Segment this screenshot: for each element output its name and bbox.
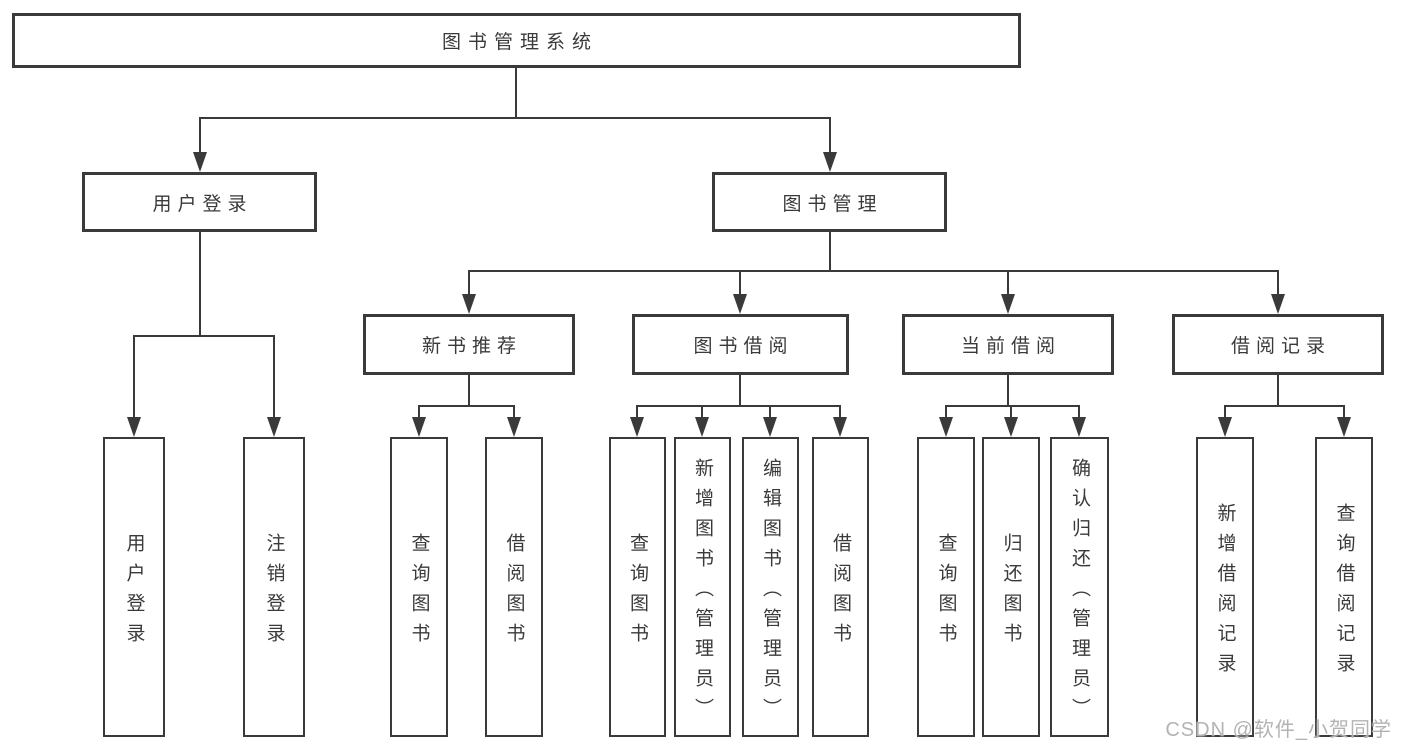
connector-stem-c-current-borrow [1007,375,1009,407]
arrowhead-down-icon [1337,417,1351,437]
node-leaf-cur-confirm-return: 确认归还（管理员） [1050,437,1109,737]
connector-drop-c-book-borrow-2 [769,406,771,423]
node-label-leaf-rec-query-book: 查询图书 [408,532,430,653]
node-borrow-records: 借阅记录 [1172,314,1384,375]
node-label-current-borrow: 当前借阅 [960,336,1061,357]
arrowhead-down-icon [267,417,281,437]
node-label-leaf-cur-query-book: 查询图书 [935,532,957,653]
node-label-new-book-rec: 新书推荐 [421,336,522,357]
node-book-borrow: 图书借阅 [632,314,849,375]
node-new-book-rec: 新书推荐 [363,314,575,375]
arrowhead-down-icon [630,417,644,437]
connector-drop-c-book-borrow-0 [636,406,638,423]
connector-drop-c-borrow-records-0 [1224,406,1226,423]
arrowhead-down-icon [823,152,837,172]
arrowhead-down-icon [1004,417,1018,437]
connector-branch-c-new-book-rec [418,405,515,407]
connector-branch-c-book-borrow [636,405,841,407]
node-label-book-mgmt: 图书管理 [782,193,883,215]
connector-branch-c-root [199,117,831,119]
node-root: 图书管理系统 [12,13,1021,68]
connector-drop-c-book-mgmt-1 [739,271,741,300]
node-label-leaf-cur-return-book: 归还图书 [1000,532,1022,653]
node-leaf-rec-query-book: 查询图书 [390,437,448,737]
node-leaf-cur-return-book: 归还图书 [982,437,1040,737]
connector-drop-c-current-borrow-0 [945,406,947,423]
arrowhead-down-icon [695,417,709,437]
connector-branch-c-borrow-records [1224,405,1345,407]
node-label-leaf-bor-add-book: 新增图书（管理员） [692,457,713,728]
node-leaf-rec2-query-record: 查询借阅记录 [1315,437,1373,737]
connector-drop-c-new-book-rec-1 [513,406,515,423]
arrowhead-down-icon [462,294,476,314]
arrowhead-down-icon [1271,294,1285,314]
node-leaf-logout: 注销登录 [243,437,305,737]
connector-branch-c-user-login [133,335,275,337]
connector-stem-c-book-mgmt [829,232,831,272]
connector-stem-c-root [515,68,517,119]
connector-stem-c-book-borrow [739,375,741,407]
node-label-leaf-rec2-add-record: 新增借阅记录 [1214,502,1236,683]
node-label-root: 图书管理系统 [441,32,598,53]
node-label-leaf-bor-query-book: 查询图书 [627,532,648,653]
connector-branch-c-book-mgmt [468,270,1279,272]
node-book-mgmt: 图书管理 [712,172,947,232]
node-leaf-bor-add-book: 新增图书（管理员） [674,437,731,737]
node-label-leaf-rec2-query-record: 查询借阅记录 [1333,502,1355,683]
connector-drop-c-user-login-1 [273,336,275,423]
watermark: CSDN @软件_小贺同学 [1165,719,1392,741]
connector-drop-c-borrow-records-1 [1343,406,1345,423]
connector-drop-c-user-login-0 [133,336,135,423]
node-current-borrow: 当前借阅 [902,314,1114,375]
arrowhead-down-icon [763,417,777,437]
node-leaf-rec-borrow-book: 借阅图书 [485,437,543,737]
connector-drop-c-current-borrow-2 [1078,406,1080,423]
node-label-borrow-records: 借阅记录 [1230,336,1331,357]
arrowhead-down-icon [1001,294,1015,314]
connector-drop-c-book-borrow-1 [701,406,703,423]
node-label-leaf-bor-borrow-book: 借阅图书 [830,532,851,653]
node-leaf-user-login: 用户登录 [103,437,165,737]
node-label-leaf-rec-borrow-book: 借阅图书 [503,532,525,653]
arrowhead-down-icon [193,152,207,172]
arrowhead-down-icon [733,294,747,314]
arrowhead-down-icon [412,417,426,437]
node-user-login: 用户登录 [82,172,317,232]
connector-drop-c-new-book-rec-0 [418,406,420,423]
connector-drop-c-book-mgmt-2 [1007,271,1009,300]
connector-branch-c-current-borrow [945,405,1080,407]
node-leaf-bor-edit-book: 编辑图书（管理员） [742,437,799,737]
arrowhead-down-icon [939,417,953,437]
node-label-leaf-user-login: 用户登录 [123,532,145,653]
connector-drop-c-current-borrow-1 [1010,406,1012,423]
arrowhead-down-icon [1072,417,1086,437]
node-leaf-bor-borrow-book: 借阅图书 [812,437,869,737]
node-label-book-borrow: 图书借阅 [693,336,794,357]
node-label-leaf-bor-edit-book: 编辑图书（管理员） [760,457,781,728]
arrowhead-down-icon [127,417,141,437]
connector-drop-c-root-1 [829,118,831,158]
arrowhead-down-icon [833,417,847,437]
connector-stem-c-borrow-records [1277,375,1279,407]
arrowhead-down-icon [507,417,521,437]
connector-drop-c-book-borrow-3 [839,406,841,423]
connector-drop-c-book-mgmt-3 [1277,271,1279,300]
connector-stem-c-user-login [199,232,201,337]
node-label-leaf-logout: 注销登录 [263,532,285,653]
node-label-leaf-cur-confirm-return: 确认归还（管理员） [1069,457,1090,728]
node-leaf-cur-query-book: 查询图书 [917,437,975,737]
connector-drop-c-book-mgmt-0 [468,271,470,300]
connector-stem-c-new-book-rec [468,375,470,407]
arrowhead-down-icon [1218,417,1232,437]
node-leaf-rec2-add-record: 新增借阅记录 [1196,437,1254,737]
connector-drop-c-root-0 [199,118,201,158]
node-leaf-bor-query-book: 查询图书 [609,437,666,737]
node-label-user-login: 用户登录 [152,193,253,215]
